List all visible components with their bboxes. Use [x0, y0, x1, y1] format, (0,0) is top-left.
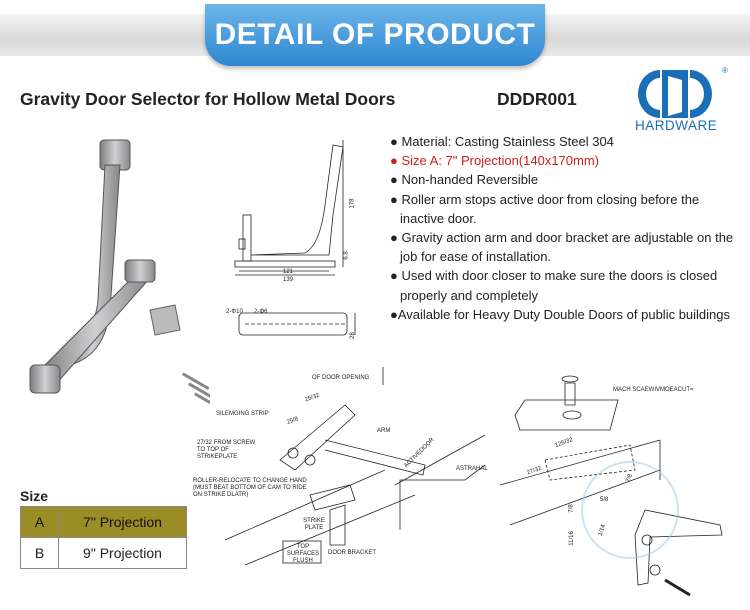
spec-item: ● Roller arm stops active door from clos… — [390, 191, 700, 226]
size-value: 7" Projection — [58, 506, 187, 538]
spec-item: ● Used with door closer to make sure the… — [390, 268, 718, 303]
banner-title: DETAIL OF PRODUCT — [214, 18, 536, 51]
label-door-bracket: DOOR BRACKET — [328, 550, 377, 556]
spec-item-size: ● Size A: 7" Projection(140x170mm) — [390, 153, 600, 169]
hole-label-6: 2-Φ6 — [254, 309, 268, 315]
dim-28: 28 — [349, 332, 356, 339]
size-heading: Size — [20, 488, 49, 504]
spec-item: ● Gravity action arm and door bracket ar… — [390, 230, 734, 265]
label-silencing-strip: SILEMGING STRIP — [216, 411, 269, 417]
logo-text: HARDWARE — [635, 118, 718, 133]
product-title: Gravity Door Selector for Hollow Metal D… — [20, 89, 396, 109]
label-mach-screw: MACH SCAEWIVMOEACUT= — [613, 387, 694, 393]
product-code: DDDR001 — [497, 89, 577, 109]
size-key: A — [20, 506, 59, 538]
technical-drawing-side — [234, 140, 356, 336]
bracket-drawing — [500, 375, 723, 597]
hole-label-10: 2-Φ10 — [226, 309, 243, 315]
banner-ribbon: DETAIL OF PRODUCT — [205, 4, 545, 66]
spec-list: ● Material: Casting Stainless Steel 304 … — [390, 132, 740, 324]
spec-item: ●Available for Heavy Duty Double Doors o… — [390, 306, 731, 322]
registered-mark: ® — [722, 66, 728, 75]
label-astragal: ASTRAHAL — [456, 466, 488, 472]
size-value: 9" Projection — [58, 537, 187, 569]
spec-item: ● Material: Casting Stainless Steel 304 — [390, 134, 614, 149]
label-roller: ROLLER-RELOCATE TO CHANGE HAND (MUST BEA… — [193, 478, 307, 498]
dim-178: 178 — [349, 198, 356, 209]
size-key: B — [20, 537, 59, 569]
dim-139: 139 — [283, 277, 294, 283]
label-top-flush: TOP SURFACES FLUSH — [286, 544, 320, 564]
brand-logo-icon — [638, 70, 712, 118]
dim-11-16: 11/16 — [568, 531, 575, 546]
label-arm: ARM — [377, 428, 391, 434]
label-door-opening: OF DOOR OPENING — [312, 375, 370, 381]
product-photo — [29, 139, 210, 410]
label-strike-plate: STRIKE PLATE — [303, 518, 325, 531]
spec-item: ● Non-handed Reversible — [390, 172, 539, 188]
label-screw: 27/32 FROM SCREW TO TOP OF STRIKEPLATE — [197, 440, 256, 460]
dim-6-8: 6.8 — [343, 251, 350, 260]
dim-5-8: 5/8 — [600, 497, 609, 503]
dim-7-8: 7/8 — [568, 504, 575, 513]
dim-121: 121 — [283, 269, 294, 275]
installation-drawing — [224, 367, 485, 566]
